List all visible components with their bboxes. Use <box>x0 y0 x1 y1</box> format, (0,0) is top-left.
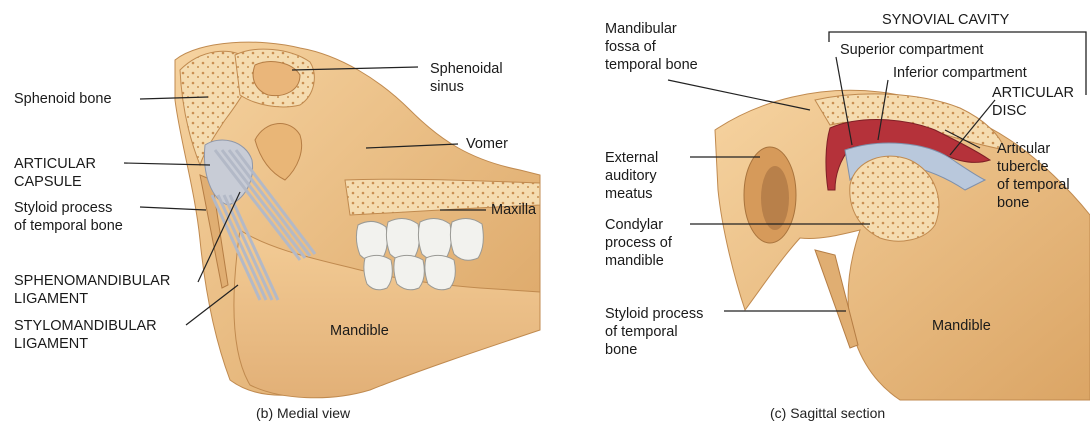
label-superior-compartment: Superior compartment <box>840 41 983 59</box>
label-stylomandibular-ligament: STYLOMANDIBULAR LIGAMENT <box>14 317 157 353</box>
label-styloid-process-sagittal: Styloid process of temporal bone <box>605 305 703 359</box>
label-external-auditory-meatus: External auditory meatus <box>605 149 658 203</box>
sagittal-section-art <box>715 90 1090 400</box>
label-synovial-cavity: SYNOVIAL CAVITY <box>882 11 1009 29</box>
label-articular-tubercle: Articular tubercle of temporal bone <box>997 140 1070 212</box>
label-vomer: Vomer <box>466 135 508 153</box>
label-mandible-medial: Mandible <box>330 322 389 340</box>
label-sphenoidal-sinus: Sphenoidal sinus <box>430 60 503 96</box>
caption-sagittal-section: (c) Sagittal section <box>770 404 885 422</box>
label-sphenomandibular-ligament: SPHENOMANDIBULAR LIGAMENT <box>14 272 170 308</box>
label-maxilla: Maxilla <box>491 201 536 219</box>
label-inferior-compartment: Inferior compartment <box>893 64 1027 82</box>
label-condylar-process: Condylar process of mandible <box>605 216 672 270</box>
label-articular-capsule: ARTICULAR CAPSULE <box>14 155 96 191</box>
label-mandibular-fossa: Mandibular fossa of temporal bone <box>605 20 698 74</box>
label-articular-disc: ARTICULAR DISC <box>992 84 1074 120</box>
caption-medial-view: (b) Medial view <box>256 404 350 422</box>
auditory-meatus-inner <box>761 166 789 230</box>
label-sphenoid-bone: Sphenoid bone <box>14 90 112 108</box>
label-styloid-process-medial: Styloid process of temporal bone <box>14 199 123 235</box>
label-mandible-sagittal: Mandible <box>932 317 991 335</box>
